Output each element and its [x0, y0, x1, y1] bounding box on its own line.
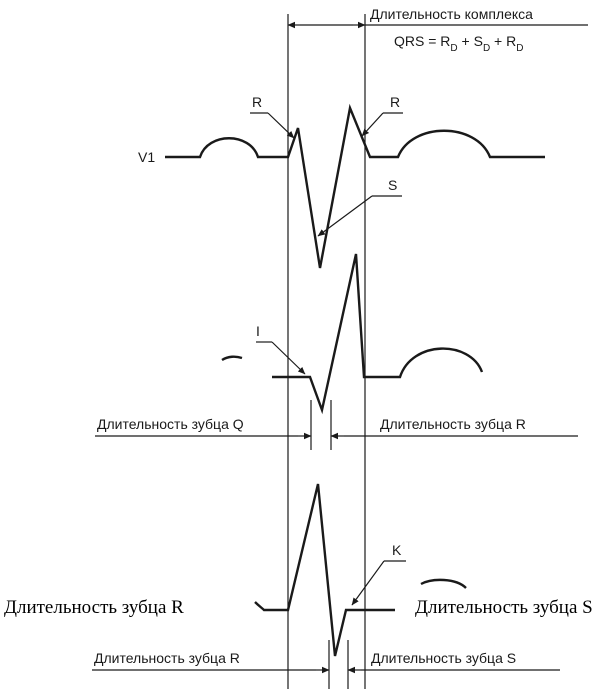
r-right-arrow — [361, 112, 384, 137]
r-duration-label-bottom: Длительность зубца R — [94, 650, 240, 666]
rs-waveform-t-start — [420, 578, 467, 589]
qr-waveform — [272, 253, 484, 415]
s-arrow — [317, 195, 373, 237]
k-arrow — [351, 560, 385, 606]
r-left-arrow — [267, 112, 295, 139]
rs-waveform — [254, 483, 395, 657]
complex-duration-label: Длительность комплекса — [370, 6, 533, 22]
s-duration-label-side: Длительность зубца S — [415, 597, 593, 618]
q-duration-label-top: Длительность зубца Q — [97, 416, 244, 432]
r-duration-label-top: Длительность зубца R — [380, 416, 526, 432]
i-arrow — [271, 341, 306, 375]
point-i-label: I — [256, 323, 260, 339]
point-k-label: K — [392, 542, 402, 558]
wave-r-left-label: R — [252, 94, 262, 110]
wave-s-label: S — [388, 177, 397, 193]
lead-v1-label: V1 — [138, 149, 155, 165]
wave-r-right-label: R — [390, 94, 400, 110]
r-duration-label-side: Длительность зубца R — [4, 597, 184, 618]
v1-waveform — [165, 103, 545, 269]
qrs-formula: QRS = RD + SD + RD — [394, 33, 523, 54]
qr-waveform-p-tail — [221, 355, 243, 362]
s-duration-label-bottom: Длительность зубца S — [371, 650, 516, 666]
